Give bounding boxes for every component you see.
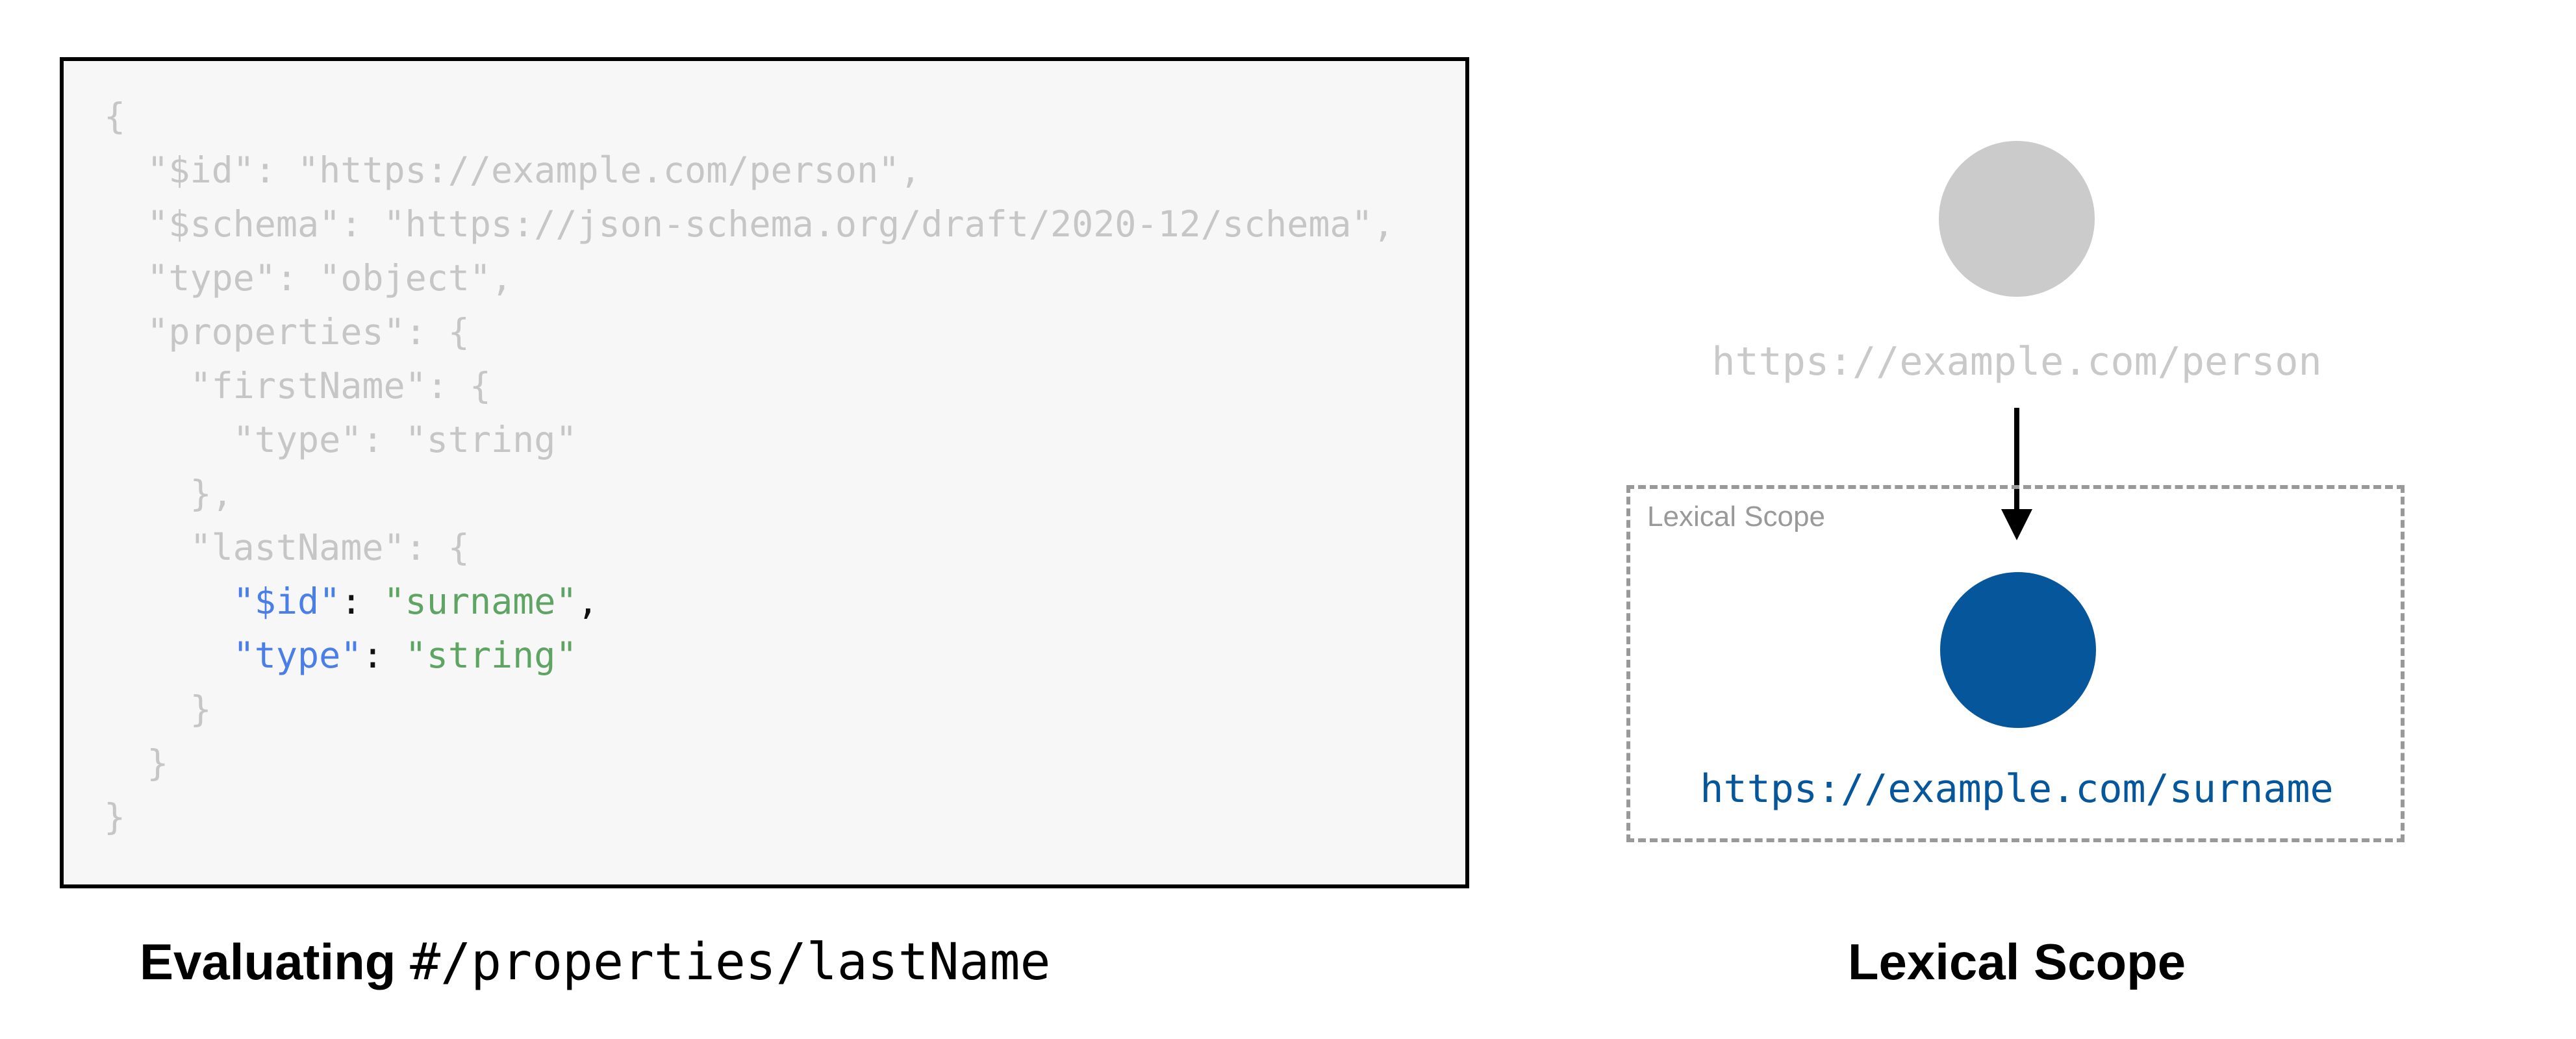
code-line: }, <box>104 467 1395 521</box>
child-schema-node-label: https://example.com/surname <box>1700 766 2334 812</box>
code-line: } <box>104 790 1395 844</box>
code-segment: "string" <box>405 634 577 676</box>
code-segment <box>104 581 233 622</box>
code-segment: "type" <box>233 634 362 676</box>
lexical-scope-box: Lexical Scope <box>1626 485 2405 842</box>
code-line: { <box>104 90 1395 144</box>
code-segment: } <box>104 742 169 784</box>
reference-arrow-line <box>2014 408 2019 512</box>
code-segment: "type": "object", <box>104 257 513 299</box>
code-line: "properties": { <box>104 305 1395 359</box>
code-line: "$id": "https://example.com/person", <box>104 144 1395 197</box>
schema-code-panel: { "$id": "https://example.com/person", "… <box>60 57 1469 888</box>
code-segment: "$id" <box>233 581 341 622</box>
code-segment: "$schema": "https://json-schema.org/draf… <box>104 203 1395 245</box>
code-line: "$schema": "https://json-schema.org/draf… <box>104 197 1395 251</box>
code-segment: "properties": { <box>104 311 470 353</box>
left-caption-json-pointer: #/properties/lastName <box>410 933 1051 992</box>
code-line: "firstName": { <box>104 359 1395 413</box>
code-segment: } <box>104 688 212 730</box>
code-segment: { <box>104 95 126 137</box>
right-caption: Lexical Scope <box>1847 933 2186 990</box>
parent-schema-node-label: https://example.com/person <box>1711 339 2322 384</box>
code-line: "lastName": { <box>104 521 1395 575</box>
code-segment: "$id": "https://example.com/person", <box>104 149 922 191</box>
code-segment: }, <box>104 473 233 514</box>
code-line: } <box>104 682 1395 736</box>
lexical-scope-box-title: Lexical Scope <box>1647 501 1825 532</box>
code-line: "type": "string" <box>104 413 1395 467</box>
code-block: { "$id": "https://example.com/person", "… <box>104 90 1395 844</box>
code-segment: "firstName": { <box>104 365 492 407</box>
code-segment: : <box>362 634 405 676</box>
code-segment: "type": "string" <box>104 419 577 460</box>
left-caption: Evaluating#/properties/lastName <box>140 936 1050 988</box>
left-caption-word: Evaluating <box>140 933 396 990</box>
code-segment: } <box>104 796 126 838</box>
code-segment: "lastName": { <box>104 527 470 568</box>
code-line: } <box>104 736 1395 790</box>
arrow-down-icon <box>2001 509 2032 540</box>
parent-schema-node-circle <box>1939 141 2095 297</box>
code-segment: : <box>340 581 384 622</box>
code-line: "$id": "surname", <box>104 575 1395 629</box>
code-segment: "surname" <box>383 581 577 622</box>
code-segment <box>104 634 233 676</box>
code-segment: , <box>577 581 599 622</box>
code-line: "type": "object", <box>104 251 1395 305</box>
code-line: "type": "string" <box>104 629 1395 682</box>
child-schema-node-circle <box>1940 572 2096 728</box>
